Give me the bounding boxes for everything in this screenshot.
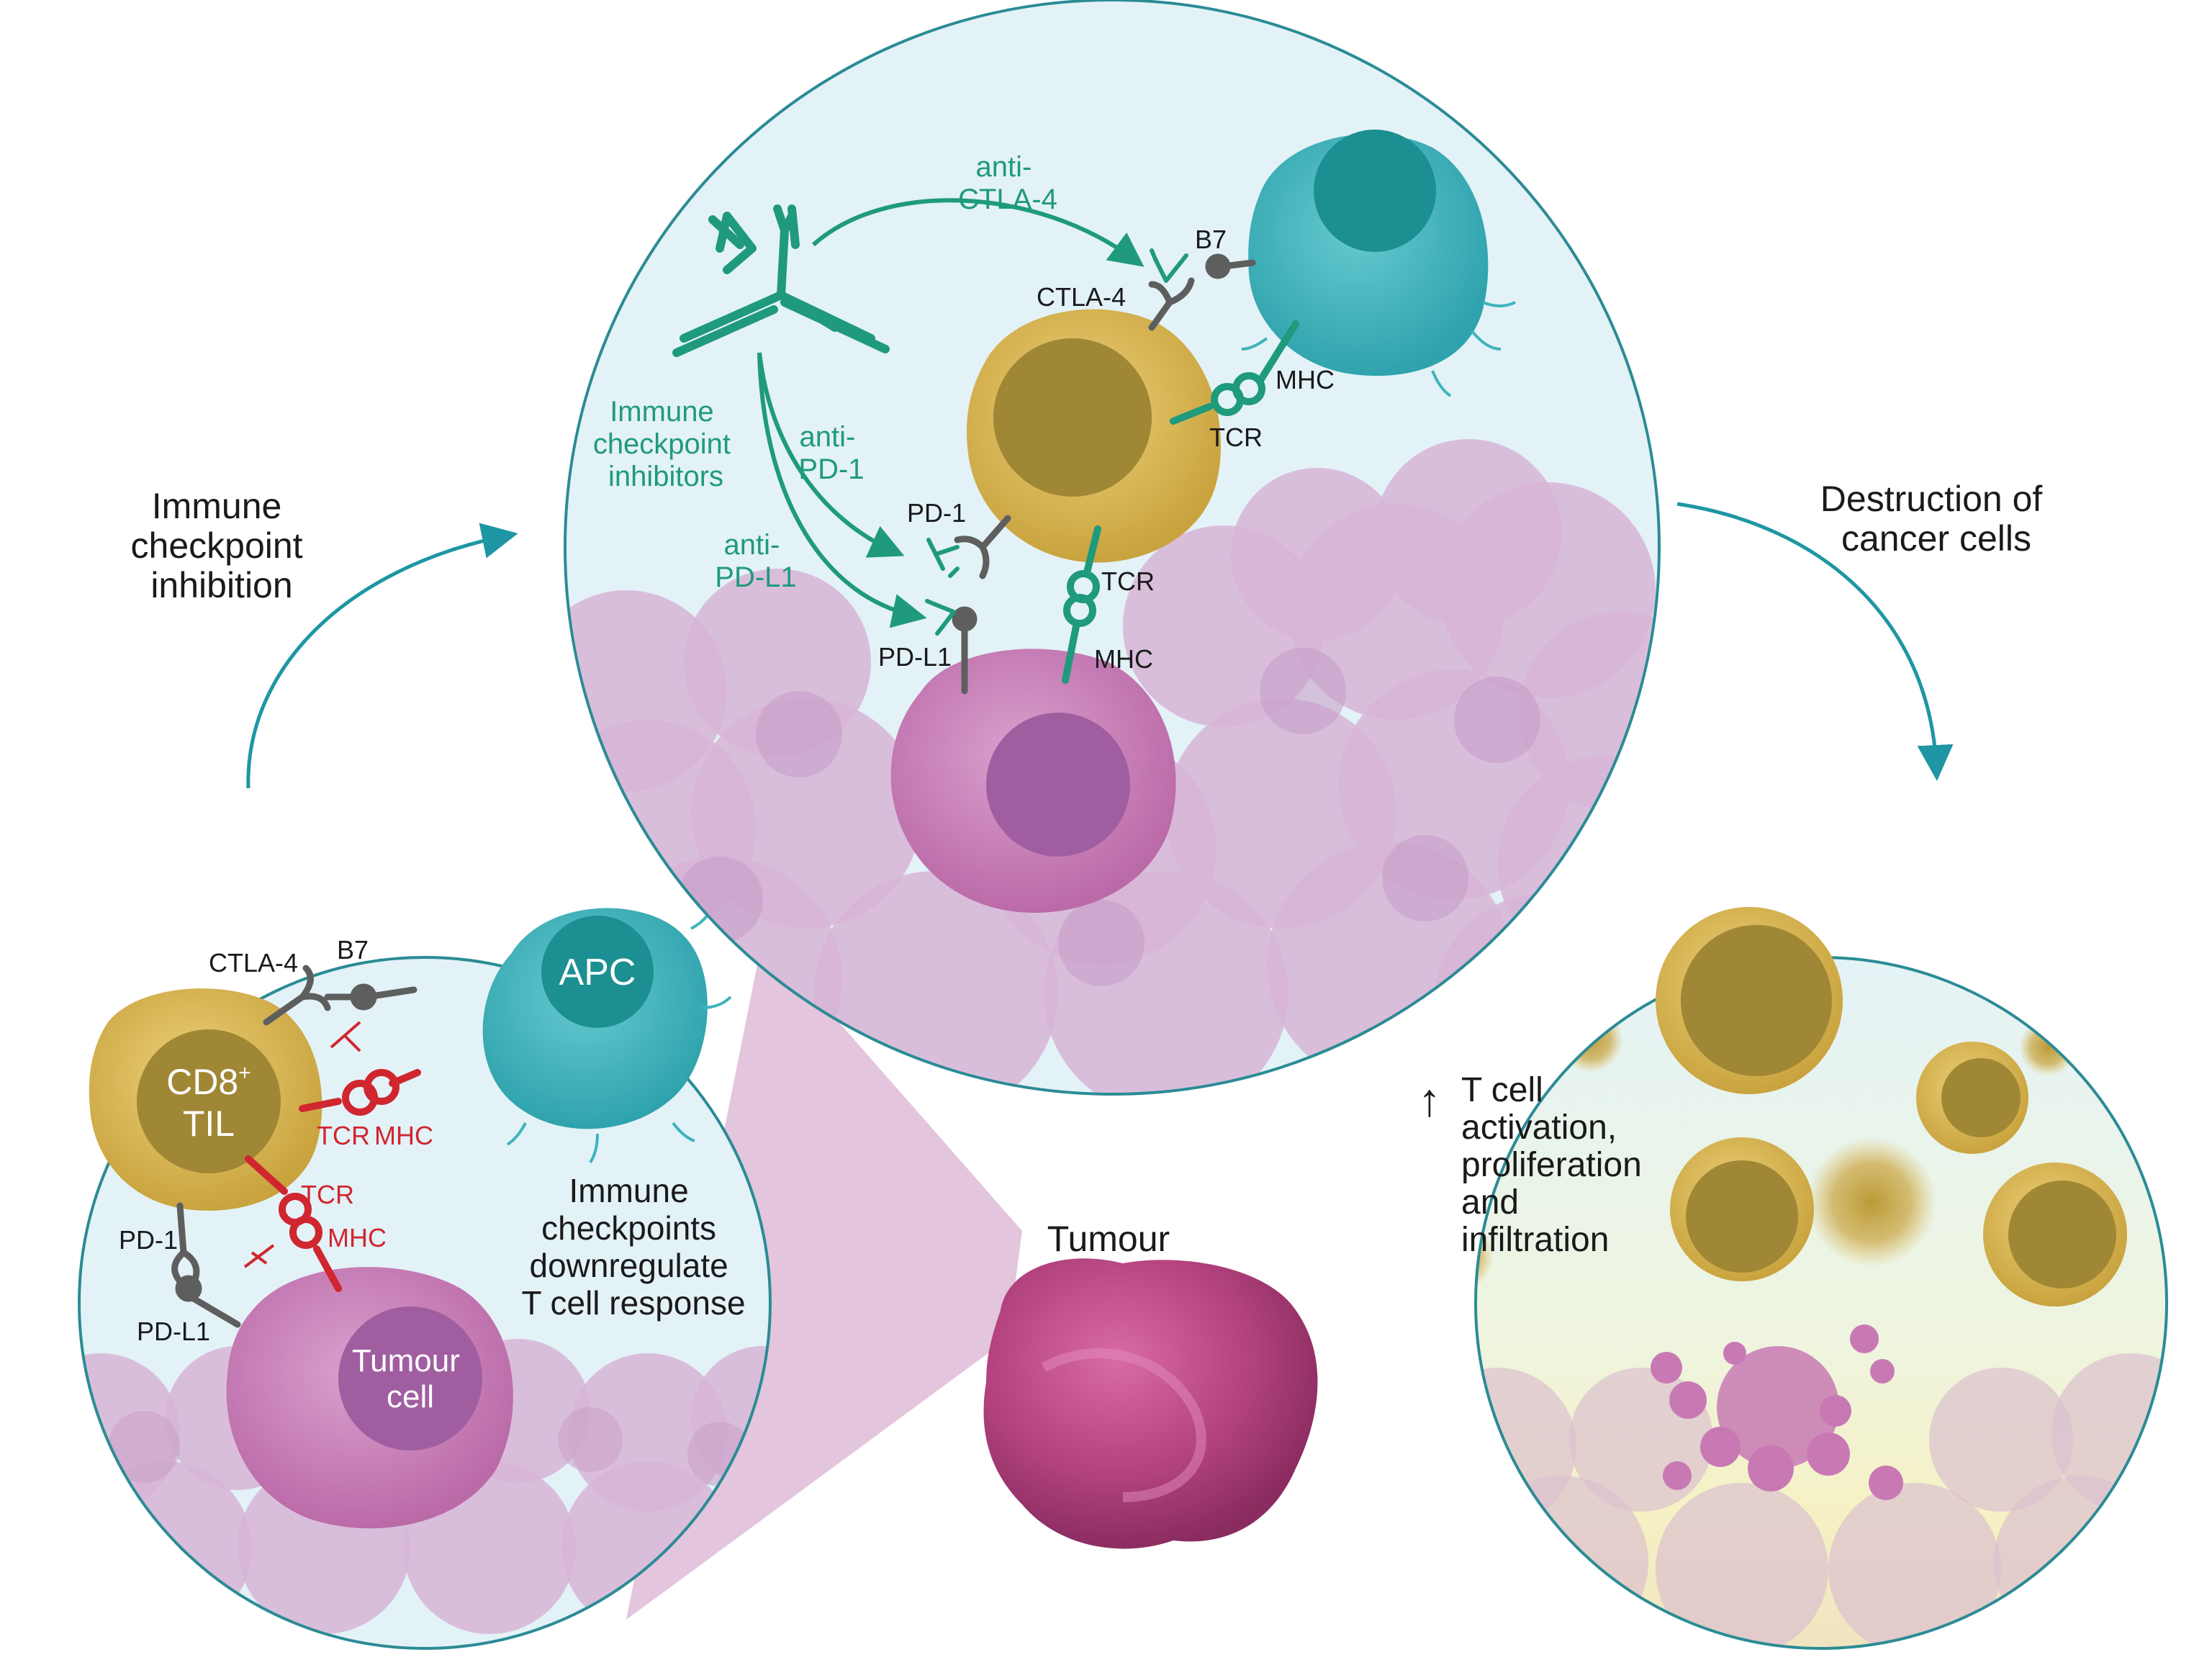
middle-tcr-top-label: TCR	[1209, 423, 1263, 452]
middle-t-cell	[966, 309, 1222, 563]
tumour-mass	[983, 1258, 1318, 1549]
middle-tumour-cell	[890, 649, 1176, 913]
middle-mhc-top-label: MHC	[1276, 365, 1335, 394]
left-pd1-pdl1-pair	[171, 1202, 241, 1328]
til-label: TIL	[183, 1103, 235, 1144]
middle-pdl1-label: PD-L1	[878, 642, 952, 672]
activated-t-cell-right	[1983, 1163, 2127, 1306]
middle-tcr-mhc-bottom	[1062, 525, 1101, 684]
label-inhibition: Immune checkpoint inhibition	[131, 486, 313, 605]
apc-label: APC	[559, 952, 636, 993]
arrow-destruction	[1676, 502, 1954, 781]
middle-ctla4-label: CTLA-4	[1037, 282, 1126, 312]
middle-apc-cell	[1241, 130, 1516, 397]
middle-pdl1-pair	[952, 606, 978, 695]
label-destruction: Destruction of cancer cells	[1820, 479, 2052, 559]
anti-pd1-label: anti- PD-1	[798, 421, 864, 485]
left-inhibit-bottom	[243, 1244, 275, 1268]
apc-cell	[482, 906, 732, 1164]
anti-pdl1-icon	[925, 599, 956, 636]
activated-t-cell-small	[1916, 1042, 2028, 1154]
anti-pd1-icon	[926, 538, 960, 578]
cd8-til-cell	[89, 988, 322, 1211]
left-tcr-bottom-label: TCR	[301, 1180, 354, 1209]
left-note: Immune checkpoints downregulate T cell r…	[521, 1172, 745, 1322]
tumour-title: Tumour	[1047, 1219, 1170, 1259]
antibody-icon	[672, 204, 890, 357]
anti-ctla4-label: anti- CTLA-4	[958, 151, 1057, 215]
inhibitor-arrows	[757, 198, 1145, 628]
middle-mhc-bottom-label: MHC	[1094, 644, 1153, 674]
outcome-arrow: ↑	[1418, 1074, 1441, 1126]
left-inhibit-top	[330, 1021, 361, 1052]
activated-t-cell-center	[1670, 1137, 1814, 1281]
middle-b7-ctla4-pair	[1148, 253, 1256, 331]
tumour-cell-label: Tumour cell	[352, 1343, 469, 1414]
left-ctla4-label: CTLA-4	[209, 948, 298, 978]
middle-tcr-bottom-label: TCR	[1101, 567, 1155, 596]
activated-t-cell-large	[1656, 907, 1843, 1094]
left-tcr-mhc-bottom	[245, 1155, 342, 1292]
left-b7-label: B7	[337, 935, 369, 965]
inhibitors-label: Immune checkpoint inhibitors	[593, 396, 739, 492]
anti-pdl1-label: anti- PD-L1	[715, 529, 796, 593]
middle-tcr-mhc-top	[1170, 320, 1299, 425]
left-tcr-top-label: TCR	[317, 1121, 370, 1150]
arrow-inhibition	[246, 523, 518, 789]
anti-ctla4-icon	[1150, 248, 1188, 283]
cd8-label: CD8+	[166, 1061, 251, 1102]
middle-pd1-pair	[954, 515, 1011, 579]
middle-pd1-label: PD-1	[907, 498, 966, 528]
panel-middle	[564, 0, 1661, 1096]
left-ctla4-b7-pair	[263, 965, 417, 1026]
left-pdl1-label: PD-L1	[137, 1317, 210, 1346]
left-mhc-top-label: MHC	[374, 1121, 433, 1150]
outcome-label: T cell activation, proliferation and inf…	[1461, 1071, 1651, 1259]
left-tcr-mhc-top	[299, 1069, 421, 1116]
middle-b7-label: B7	[1195, 225, 1227, 254]
tumour-cell-left	[226, 1267, 513, 1529]
left-pd1-label: PD-1	[119, 1225, 178, 1255]
left-mhc-bottom-label: MHC	[328, 1223, 387, 1252]
